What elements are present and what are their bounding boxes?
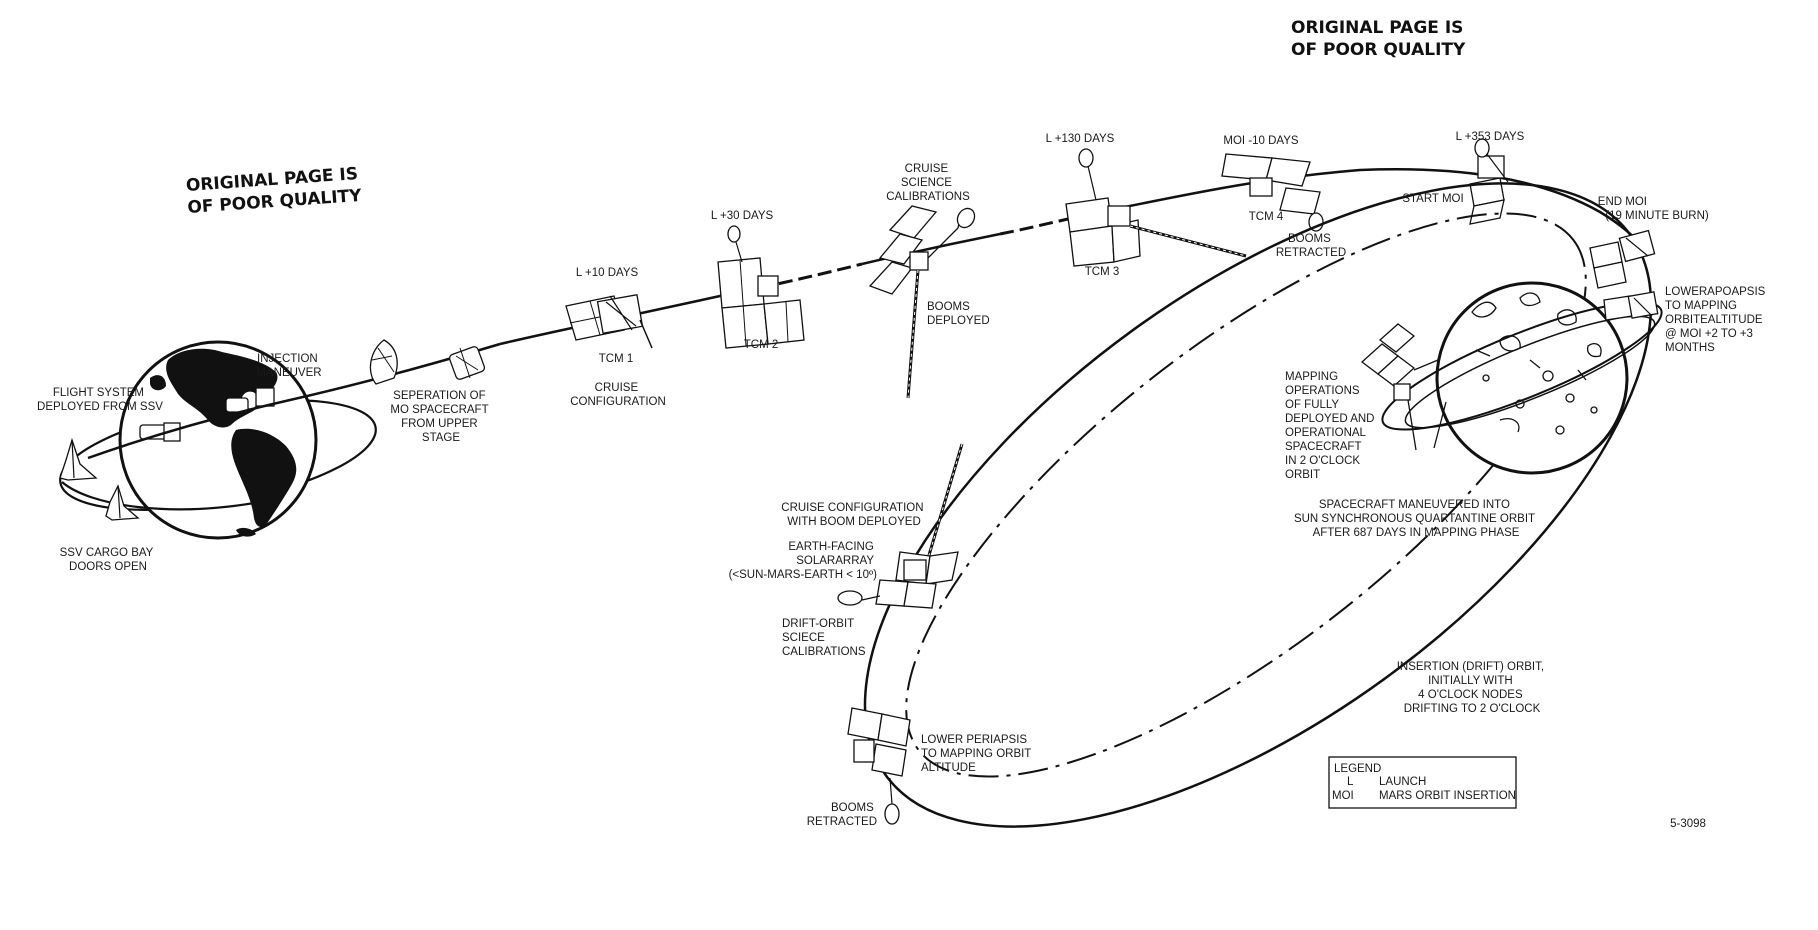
stamp-top-right: ORIGINAL PAGE IS OF POOR QUALITY [1291,18,1466,60]
legend-value-moi: MARS ORBIT INSERTION [1379,790,1516,802]
mapping-orbit [1381,301,1663,431]
space-shuttle-left [59,437,98,481]
europe-fragment [150,375,166,391]
south-america-landmass [231,428,297,527]
label-tcm2: TCM 2 [744,339,779,351]
legend-key-moi: MOI [1332,790,1354,802]
label-booms-retracted-top: BOOMS RETRACTED [1276,233,1346,259]
earth-parking-orbit-front [61,481,261,511]
label-drift-orbit-calibrations: DRIFT-ORBIT SCIECE CALIBRATIONS [782,618,866,658]
spacecraft-tcm3 [1065,148,1247,267]
label-tcm1: TCM 1 [599,353,634,365]
label-lower-apoapsis: LOWERAPOAPSIS TO MAPPING ORBITEALTITUDE … [1665,286,1769,354]
mars-globe [1435,281,1629,475]
label-l-plus-353-days: L +353 DAYS [1456,131,1525,143]
label-booms-retracted-bottom: BOOMS RETRACTED [807,802,877,828]
label-end-moi: END MOI (19 MINUTE BURN) [1598,196,1709,222]
spacecraft-mapping [1360,323,1447,451]
figure-number: 5-3098 [1670,818,1706,830]
landmass-bottom [236,527,256,537]
label-sun-synchronous: SPACECRAFT MANEUVERED INTO SUN SYNCHRONO… [1294,499,1538,539]
launch-trajectory [87,342,501,460]
spacecraft-with-upper-stage [139,387,275,442]
label-flight-system: FLIGHT SYSTEM DEPLOYED FROM SSV [37,387,163,413]
mars-orbit-group [863,182,1663,828]
spacecraft-tcm1 [565,294,653,349]
spacecraft-start-moi [1469,138,1509,225]
legend-key-l: L [1347,776,1354,788]
cruise-trajectory-segment-3 [861,232,1001,266]
spacecraft-lower-periapsis [847,707,911,825]
earth-launch-group [59,340,501,540]
spacecraft-cruise-science [868,205,976,399]
label-tcm4: TCM 4 [1249,211,1284,223]
legend-title: LEGEND [1334,763,1381,775]
label-ssv-cargo-bay: SSV CARGO BAY DOORS OPEN [60,547,157,573]
label-insertion-drift-orbit: INSERTION (DRIFT) ORBIT, INITIALLY WITH … [1397,661,1548,715]
label-booms-deployed: BOOMS DEPLOYED [927,301,990,327]
label-start-moi: START MOI [1402,193,1463,205]
label-separation: SEPERATION OF MO SPACECRAFT FROM UPPER S… [390,390,491,444]
spacecraft-cruise-boom-deployed [837,443,964,609]
stamp-left: ORIGINAL PAGE IS OF POOR QUALITY [185,164,363,218]
spacecraft-tcm4 [1221,153,1324,232]
insertion-drift-orbit [863,182,1653,828]
stamp-top-right-line-2: OF POOR QUALITY [1291,40,1466,60]
space-shuttle-right [105,484,140,521]
label-mapping-operations: MAPPING OPERATIONS OF FULLY DEPLOYED AND… [1285,371,1378,481]
inner-dashed-orbit [905,212,1587,778]
spacecraft-lower-apoapsis [1603,291,1659,321]
legend-value-launch: LAUNCH [1379,776,1426,788]
cruise-trajectory-segment-5 [1099,168,1649,253]
stamp-top-right-line-1: ORIGINAL PAGE IS [1291,18,1463,38]
labels: FLIGHT SYSTEM DEPLOYED FROM SSV INJECTIO… [37,131,1769,830]
label-injection-maneuver: INJECTION MANEUVER [256,353,321,379]
label-cruise-configuration: CRUISE CONFIGURATION [570,382,666,408]
label-l-plus-10-days: L +10 DAYS [576,267,639,279]
spacecraft-end-moi [1589,229,1656,289]
mapping-orbit-inner [1404,315,1656,429]
label-l-plus-30-days: L +30 DAYS [711,210,774,222]
label-cruise-science: CRUISE SCIENCE CALIBRATIONS [886,163,970,203]
label-l-plus-130-days: L +130 DAYS [1046,133,1115,145]
label-moi-minus-10-days: MOI -10 DAYS [1223,135,1299,147]
legend-box: LEGEND L LAUNCH MOI MARS ORBIT INSERTION [1328,756,1517,809]
label-lower-periapsis: LOWER PERIAPSIS TO MAPPING ORBIT ALTITUD… [921,734,1034,774]
upper-stage-separation [369,339,486,385]
spacecraft-tcm2 [717,225,805,349]
label-earth-facing-array: EARTH-FACING SOLARARRAY (<SUN-MARS-EARTH… [729,541,878,581]
label-tcm3: TCM 3 [1085,266,1120,278]
label-cruise-config-boom: CRUISE CONFIGURATION WITH BOOM DEPLOYED [781,502,926,528]
